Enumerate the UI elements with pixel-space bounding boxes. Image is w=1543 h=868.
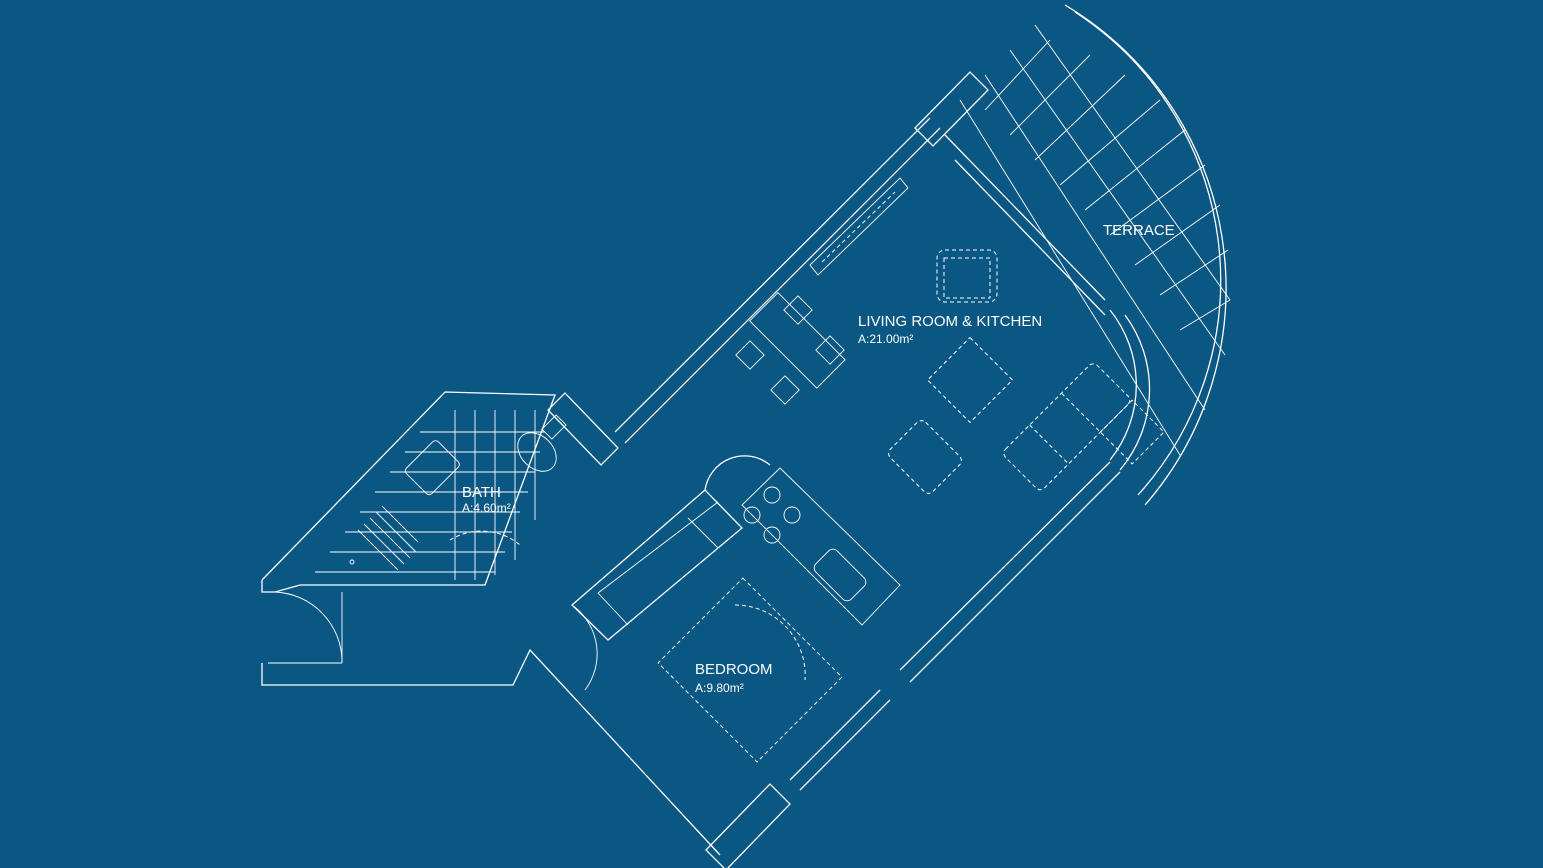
window-blocks	[547, 71, 989, 868]
bath-label: BATH	[462, 484, 501, 501]
living-room-label: LIVING ROOM & KITCHEN	[858, 313, 1042, 330]
bedroom-label: BEDROOM	[695, 661, 773, 678]
stove-icon	[743, 486, 801, 544]
kitchen-counter	[741, 467, 901, 626]
bath-area: A:4.60m²	[462, 501, 511, 515]
shower-tray-icon	[349, 505, 419, 571]
sink-icon	[813, 548, 867, 602]
sofa-icon	[1003, 363, 1165, 491]
dining-table-icon	[748, 291, 846, 389]
room-labels: TERRACE LIVING ROOM & KITCHEN A:21.00m² …	[462, 222, 1175, 695]
bath-tile-grid	[315, 410, 545, 580]
terrace	[944, 4, 1231, 506]
armchair-icon	[936, 249, 998, 303]
bedroom-furniture	[571, 455, 843, 763]
exterior-walls	[261, 117, 1121, 856]
entry-door	[274, 591, 343, 664]
living-furniture	[735, 177, 1165, 494]
terrace-tile-grid	[959, 24, 1231, 456]
bedroom-area: A:9.80m²	[695, 681, 744, 695]
coffee-table-icon	[926, 336, 1014, 424]
terrace-label: TERRACE	[1103, 222, 1175, 239]
bath-fixtures	[315, 410, 567, 580]
bed-icon	[657, 577, 843, 763]
living-room-area: A:21.00m²	[858, 332, 913, 346]
washbasin-icon	[404, 440, 460, 496]
tv-unit-icon	[809, 177, 909, 276]
toilet-icon	[517, 432, 557, 472]
armchair-icon	[888, 420, 962, 494]
